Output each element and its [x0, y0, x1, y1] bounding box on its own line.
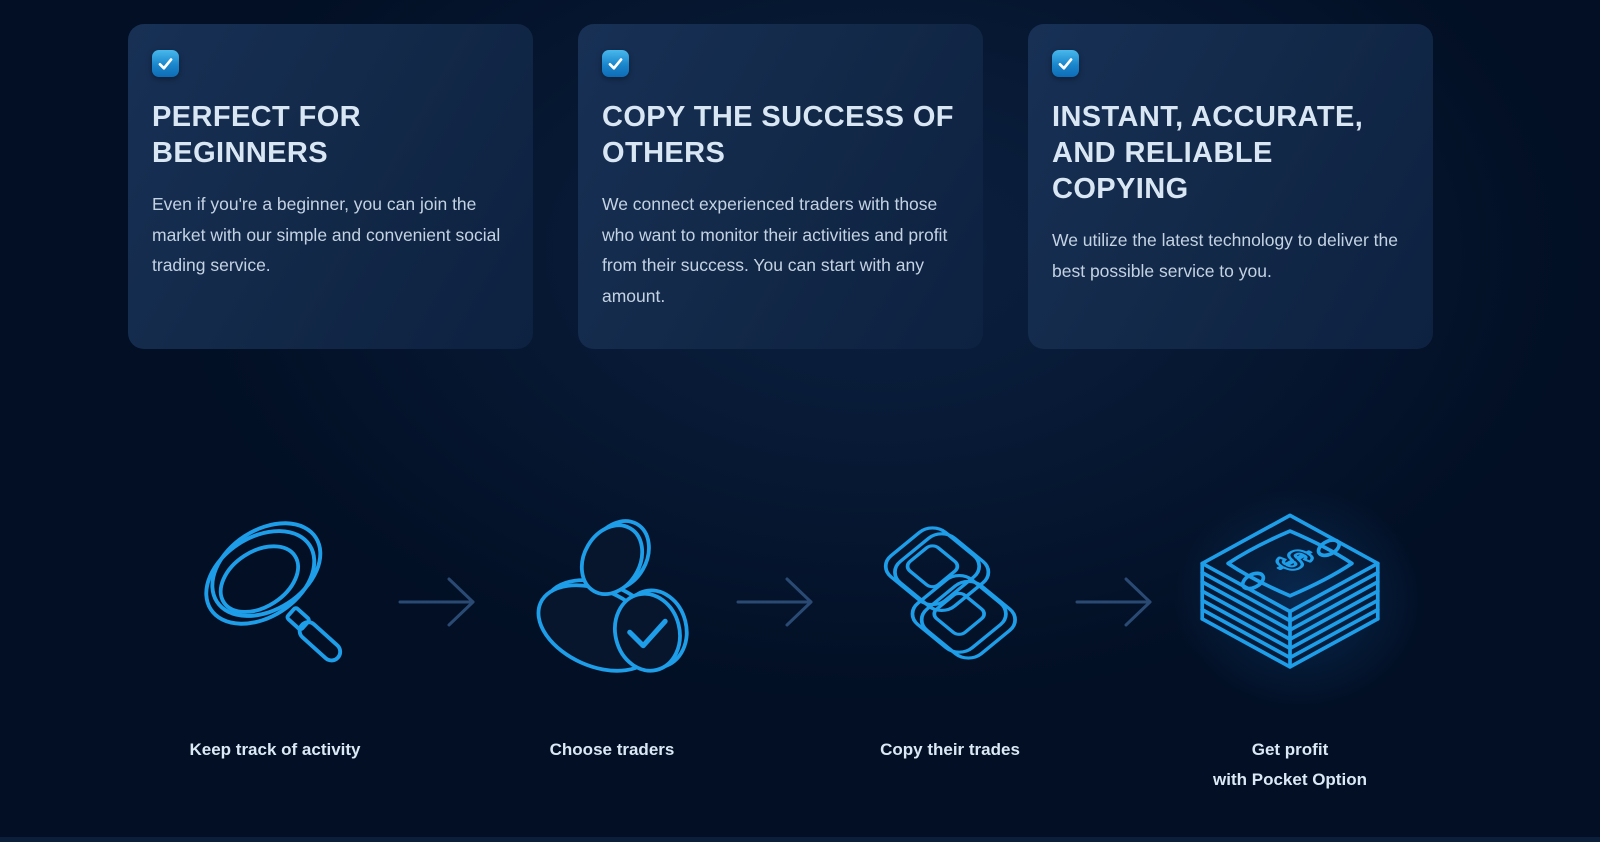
bottom-divider: [0, 837, 1600, 842]
money-stack-icon: $: [1200, 513, 1380, 669]
feature-cards-row: PERFECT FOR BEGINNERS Even if you're a b…: [128, 24, 1433, 349]
step-get-profit: $ Get profit with Pocket Option: [1130, 470, 1450, 795]
checkmark-icon: [608, 58, 623, 70]
card-description: We connect experienced traders with thos…: [602, 194, 948, 306]
feature-card-beginners: PERFECT FOR BEGINNERS Even if you're a b…: [128, 24, 533, 349]
checkmark-icon: [158, 58, 173, 70]
arrow-right-icon: [398, 577, 475, 627]
checkbox-checked-icon: [152, 50, 179, 77]
step-label: Choose traders: [549, 740, 675, 759]
magnifier-icon: [204, 520, 343, 662]
feature-card-reliable-copying: INSTANT, ACCURATE, AND RELIABLE COPYING …: [1028, 24, 1433, 349]
step-label: Keep track of activity: [189, 740, 361, 759]
step-choose-traders: Choose traders: [452, 470, 772, 765]
card-description: We utilize the latest technology to deli…: [1052, 230, 1398, 281]
step-label: Get profit with Pocket Option: [1213, 740, 1367, 789]
checkmark-icon: [1058, 58, 1073, 70]
card-title: INSTANT, ACCURATE, AND RELIABLE COPYING: [1052, 101, 1364, 205]
checkbox-checked-icon: [1052, 50, 1079, 77]
trader-approved-icon: [536, 518, 689, 673]
step-keep-track: Keep track of activity: [115, 470, 435, 765]
svg-text:$: $: [1263, 543, 1325, 577]
step-label: Copy their trades: [880, 740, 1020, 759]
card-description: Even if you're a beginner, you can join …: [152, 194, 501, 275]
feature-card-copy-success: COPY THE SUCCESS OF OTHERS We connect ex…: [578, 24, 983, 349]
copy-trades-icon: [883, 525, 1017, 660]
card-title: PERFECT FOR BEGINNERS: [152, 101, 362, 169]
checkbox-checked-icon: [602, 50, 629, 77]
arrow-right-icon: [1075, 577, 1152, 627]
arrow-right-icon: [736, 577, 813, 627]
step-copy-trades: Copy their trades: [790, 470, 1110, 765]
card-title: COPY THE SUCCESS OF OTHERS: [602, 101, 954, 169]
